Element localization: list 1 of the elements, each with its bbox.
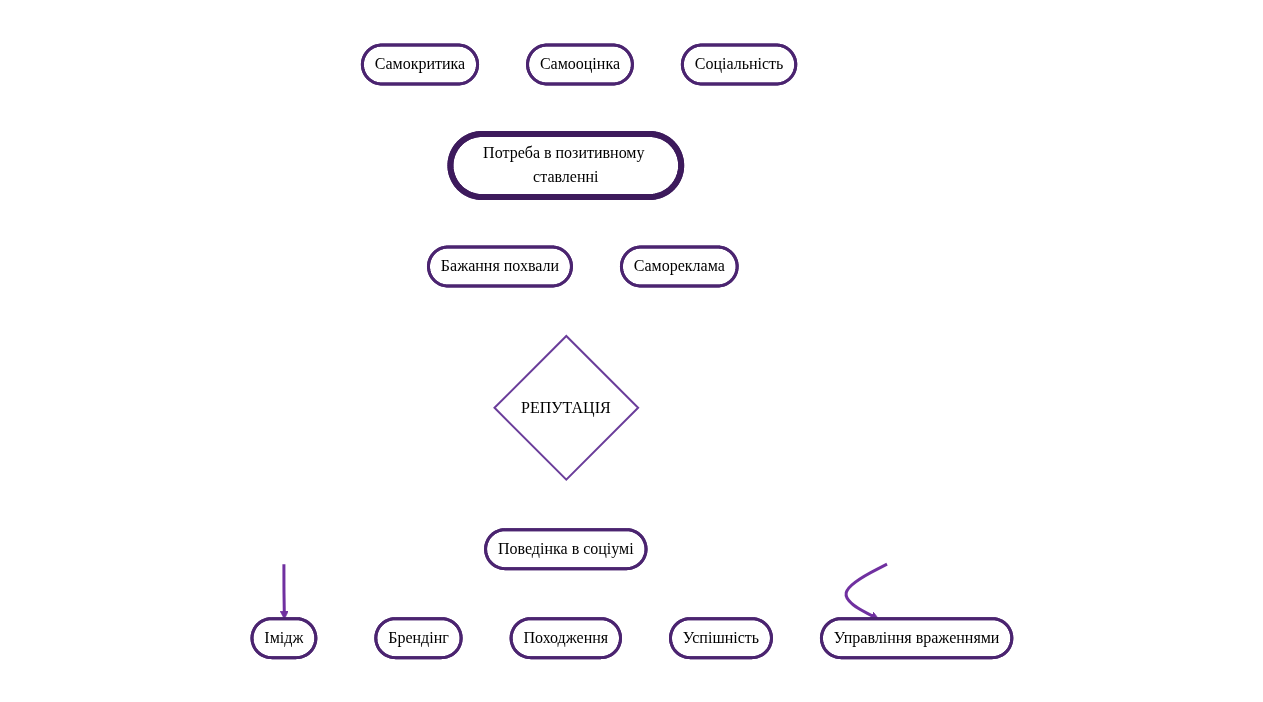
node-diamond: РЕПУТАЦІЯ	[492, 334, 640, 481]
